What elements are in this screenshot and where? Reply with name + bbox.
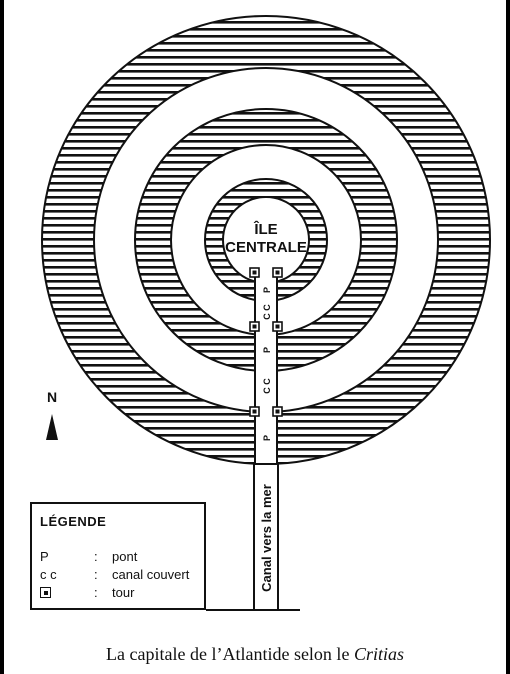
- legend-separator: :: [94, 585, 98, 600]
- legend-description: tour: [112, 585, 135, 600]
- covered-canal-label: C C: [262, 304, 272, 320]
- tower-icon: [272, 406, 283, 417]
- canal-label: Canal vers la mer: [259, 484, 274, 592]
- legend-description: pont: [112, 549, 138, 564]
- caption-emphasis: Critias: [353, 644, 404, 664]
- island-label-line1: ÎLE: [253, 220, 277, 238]
- legend: LÉGENDE P : pont c c : canal couvert : t…: [30, 502, 206, 610]
- figure-caption: La capitale de l’Atlantide selon le Crit…: [0, 644, 510, 665]
- radial-channel: [255, 272, 277, 468]
- bridge-label: P: [262, 347, 272, 353]
- covered-canal-label: C C: [262, 378, 272, 394]
- legend-symbol: c c: [40, 567, 57, 582]
- legend-separator: :: [94, 549, 98, 564]
- legend-description: canal couvert: [112, 567, 190, 582]
- legend-symbol: P: [40, 549, 49, 564]
- island-label-line2: CENTRALE: [225, 239, 307, 256]
- north-label: N: [47, 389, 57, 405]
- legend-separator: :: [94, 567, 98, 582]
- bridge-label: P: [262, 287, 272, 293]
- tower-icon: [272, 321, 283, 332]
- legend-title: LÉGENDE: [40, 514, 107, 529]
- tower-icon: [249, 321, 260, 332]
- tower-icon: [249, 406, 260, 417]
- caption-text: La capitale de l’Atlantide selon le: [106, 644, 354, 664]
- tower-icon: [249, 267, 260, 278]
- bridge-label: P: [262, 435, 272, 441]
- north-arrow-icon: [46, 414, 58, 440]
- canal-to-sea: [253, 463, 279, 611]
- tower-icon: [40, 587, 51, 598]
- tower-icon: [272, 267, 283, 278]
